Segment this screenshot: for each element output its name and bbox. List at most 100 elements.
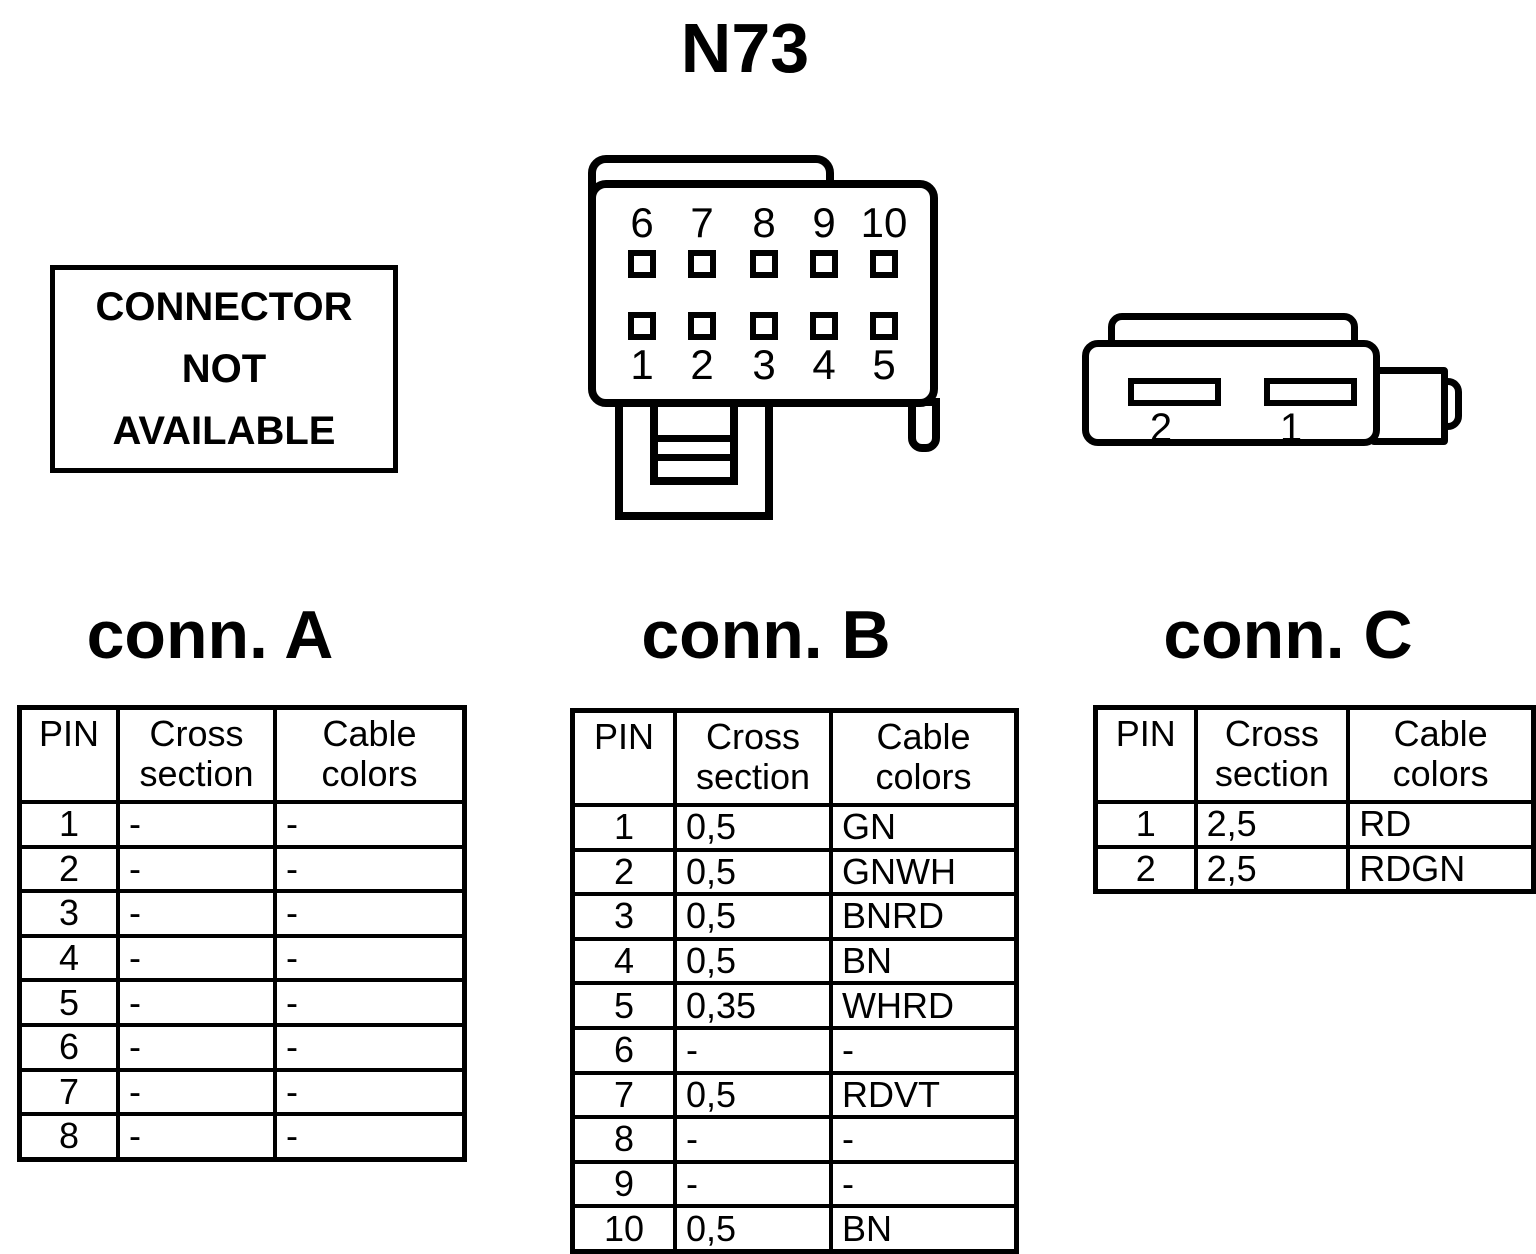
- pin-cavity: [688, 312, 716, 340]
- cable-color-cell: -: [829, 1159, 1019, 1209]
- cross-section-cell: 0,5: [673, 803, 833, 852]
- cable-color-cell: BNRD: [829, 892, 1019, 941]
- slot-label-2: 2: [1149, 406, 1173, 450]
- cable-color-cell: RDVT: [829, 1070, 1019, 1120]
- pin-cavity: [750, 312, 778, 340]
- cross-section-cell: 0,35: [673, 981, 833, 1030]
- cross-section-cell: 0,5: [673, 892, 833, 941]
- pin-cell: 7: [17, 1067, 120, 1117]
- pin-number-label: 1: [630, 341, 654, 388]
- cable-color-cell: -: [829, 1115, 1019, 1164]
- cross-section-cell: -: [673, 1159, 833, 1209]
- column-header: Cross section: [116, 705, 277, 804]
- cross-section-cell: -: [116, 844, 277, 894]
- cable-color-cell: -: [273, 1067, 467, 1117]
- column-header: PIN: [17, 705, 120, 804]
- cable-color-cell: -: [273, 844, 467, 894]
- section-title-conn-c: conn. C: [1163, 597, 1413, 673]
- pin-number-label: 6: [630, 199, 654, 246]
- slot-label-1: 1: [1279, 406, 1303, 450]
- cross-section-cell: 0,5: [673, 1204, 833, 1254]
- cable-color-cell: -: [273, 800, 467, 849]
- pin-cell: 3: [570, 892, 677, 941]
- table-row: 6--: [570, 1025, 1019, 1075]
- column-header: Cable colors: [1346, 705, 1536, 804]
- pin-number-label: 7: [690, 199, 714, 246]
- pin-number-label: 4: [812, 341, 836, 388]
- cable-color-cell: -: [273, 978, 467, 1027]
- column-header: Cross section: [1193, 705, 1351, 804]
- pin-cell: 8: [17, 1112, 120, 1162]
- pin-cell: 5: [570, 981, 677, 1030]
- pin-cell: 4: [17, 933, 120, 983]
- cable-color-cell: -: [829, 1025, 1019, 1075]
- pin-cavity: [810, 312, 838, 340]
- pin-number-label: 10: [860, 199, 908, 246]
- cross-section-cell: 0,5: [673, 1070, 833, 1120]
- cross-section-cell: -: [116, 1067, 277, 1117]
- pin-cell: 3: [17, 889, 120, 938]
- pin-number-label: 3: [752, 341, 776, 388]
- table-row: 7--: [17, 1067, 467, 1117]
- cross-section-cell: 0,5: [673, 847, 833, 897]
- pin-cell: 4: [570, 936, 677, 986]
- cable-color-cell: BN: [829, 936, 1019, 986]
- pin-number-label: 2: [690, 341, 714, 388]
- connector-10pin-latch-slider: [650, 399, 738, 485]
- pin-cell: 10: [570, 1204, 677, 1254]
- pin-cell: 2: [1093, 844, 1198, 894]
- pin-cavity: [870, 250, 898, 278]
- pin-cell: 7: [570, 1070, 677, 1120]
- pin-cavity: [870, 312, 898, 340]
- latch-rib: [658, 435, 730, 442]
- cross-section-cell: -: [116, 1112, 277, 1162]
- cable-color-cell: RD: [1346, 800, 1536, 849]
- section-title-conn-a: conn. A: [86, 597, 334, 673]
- connector-2pin-slot-2: [1128, 378, 1221, 406]
- column-header: Cable colors: [829, 708, 1019, 807]
- pin-cell: 2: [17, 844, 120, 894]
- pin-cavity: [810, 250, 838, 278]
- pin-cell: 5: [17, 978, 120, 1027]
- pin-cell: 1: [1093, 800, 1198, 849]
- pin-cavity: [750, 250, 778, 278]
- pin-cell: 6: [17, 1022, 120, 1072]
- table-row: 8--: [570, 1115, 1019, 1164]
- pin-number-label: 8: [752, 199, 776, 246]
- pin-number-label: 9: [812, 199, 836, 246]
- table-row: 1--: [17, 800, 467, 849]
- table-row: 5--: [17, 978, 467, 1027]
- cable-color-cell: BN: [829, 1204, 1019, 1254]
- pin-number-label: 5: [872, 341, 896, 388]
- pin-cell: 6: [570, 1025, 677, 1075]
- pin-cavity: [628, 250, 656, 278]
- column-header: PIN: [1093, 705, 1198, 804]
- cable-color-cell: WHRD: [829, 981, 1019, 1030]
- table-row: 3--: [17, 889, 467, 938]
- column-header: PIN: [570, 708, 677, 807]
- connector-not-available-text: CONNECTOR NOT AVAILABLE: [95, 285, 353, 453]
- cross-section-cell: -: [116, 800, 277, 849]
- cross-section-cell: -: [673, 1115, 833, 1164]
- table-row: 6--: [17, 1022, 467, 1072]
- component-title: N73: [680, 9, 810, 87]
- cross-section-cell: -: [116, 978, 277, 1027]
- cable-color-cell: -: [273, 889, 467, 938]
- connector-2pin-slot-1: [1264, 378, 1357, 406]
- table-row: 9--: [570, 1159, 1019, 1209]
- cable-color-cell: -: [273, 1112, 467, 1162]
- cable-color-cell: RDGN: [1346, 844, 1536, 894]
- connector-10pin-latch: [615, 399, 773, 520]
